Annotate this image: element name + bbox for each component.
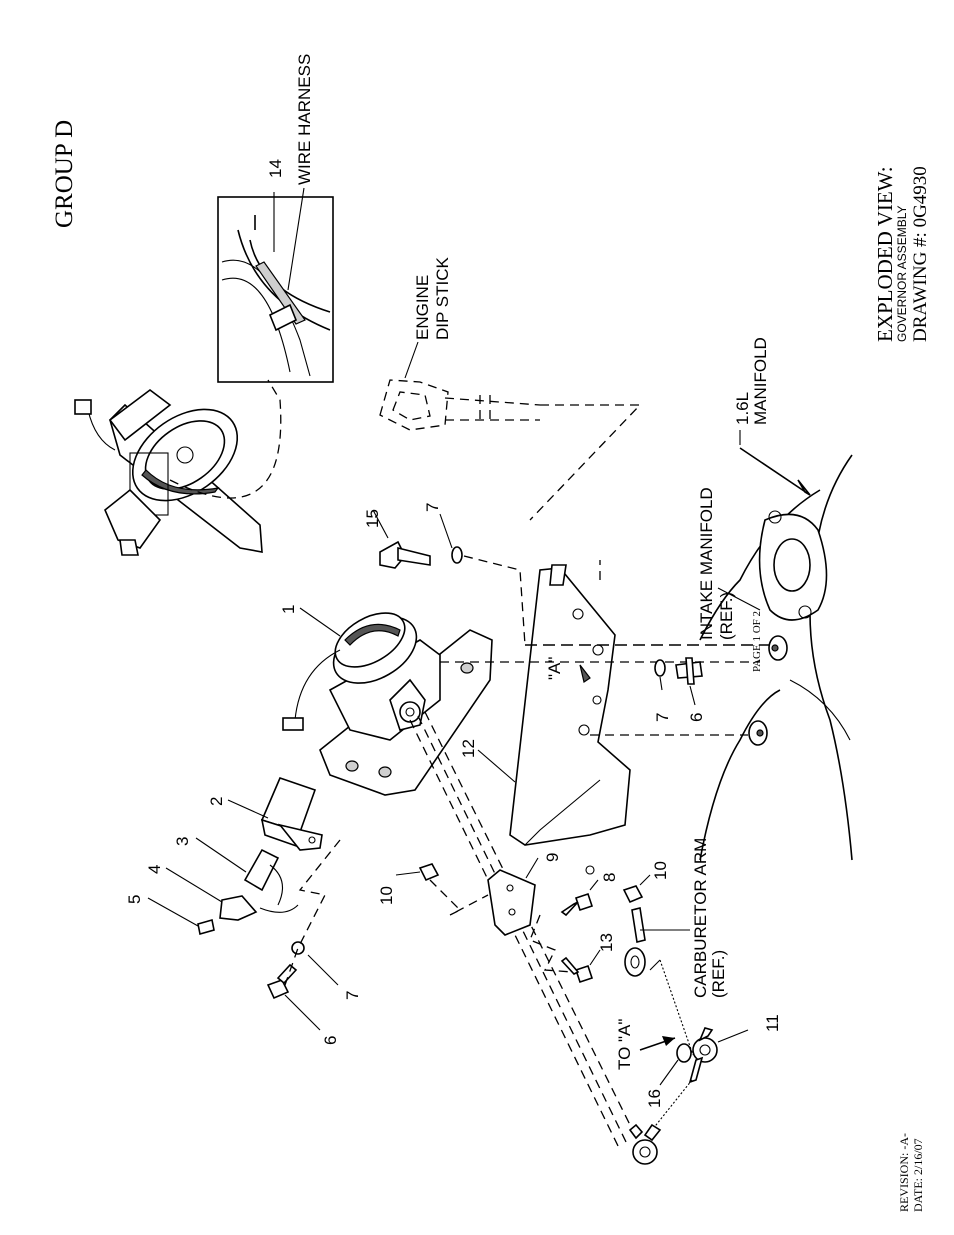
spring-part-16 [650,960,693,1062]
carburetor-arm-label-1: CARBURETOR ARM [691,838,710,998]
callout-13: 13 [597,933,616,952]
governor-assembly-top [75,380,281,555]
revision-text: REVISION: -A- [897,1133,911,1212]
callout-7-lower: 7 [653,713,672,722]
callout-14: 14 [266,159,285,178]
title-line-2: GOVERNOR ASSEMBLY [895,206,909,342]
callout-6-lower: 6 [687,713,706,722]
title-block: EXPLODED VIEW: GOVERNOR ASSEMBLY DRAWING… [873,166,931,342]
part-9-plate [488,870,535,935]
governor-part-1 [283,602,492,795]
intake-manifold-label-1: INTAKE MANIFOLD [697,487,716,640]
part-2-block [262,778,322,850]
bolt-part-6-lower [676,658,702,684]
callout-3: 3 [173,837,192,846]
callout-2: 2 [207,797,226,806]
callout-6-left: 6 [321,1036,340,1045]
to-a-label: TO "A" [615,1019,634,1070]
carburetor-arm-label-2: (REF.) [709,950,728,998]
carburetor-arm [625,908,690,976]
nut-part-10-upper [420,864,438,880]
bracket-part-12 [510,565,630,874]
callout-16: 16 [645,1089,664,1108]
manifold-1-6l [700,455,852,860]
bolt-part-6-left [268,965,296,998]
dip-stick-label-2: DIP STICK [433,257,452,340]
callout-15: 15 [363,509,382,528]
washer-part-7-left [292,942,304,954]
manifold-label-1: 1.6L [733,392,752,425]
part-4-plate [220,896,256,920]
callout-10-upper: 10 [377,886,396,905]
group-title: GROUP D [51,120,78,228]
page-number: PAGE 1 OF 2 [751,611,763,672]
wire-harness-label: WIRE HARNESS [295,54,314,185]
engine-dip-stick [380,380,640,520]
washer-part-7-lower [655,660,665,676]
screw-part-13 [562,958,592,982]
callout-7-left: 7 [343,991,362,1000]
part-3-bracket [245,850,298,912]
manifold-label-2: MANIFOLD [751,337,770,425]
intake-manifold-label-2: (REF.) [717,592,736,640]
washer-part-7-upper [452,547,462,563]
callout-11: 11 [763,1014,782,1032]
dip-stick-label-1: ENGINE [413,275,432,340]
callout-1: 1 [279,605,298,614]
bolt-part-15 [380,542,430,568]
callout-5: 5 [125,895,144,904]
callout-10-lower: 10 [651,861,670,880]
wire-harness-detail [218,197,333,382]
callout-7-upper: 7 [423,503,442,512]
title-line-1: EXPLODED VIEW: [873,166,897,342]
callout-8: 8 [600,873,619,882]
callout-12: 12 [459,739,478,758]
ref-a-label: "A" [545,657,564,680]
callout-4: 4 [145,865,164,874]
bolt-part-8 [562,894,592,915]
date-text: DATE: 2/16/07 [911,1138,925,1212]
nut-part-10-lower [624,886,642,902]
part-5-screw [198,920,214,934]
title-line-3: DRAWING #: 0G4930 [910,166,931,342]
callout-9: 9 [543,853,562,862]
